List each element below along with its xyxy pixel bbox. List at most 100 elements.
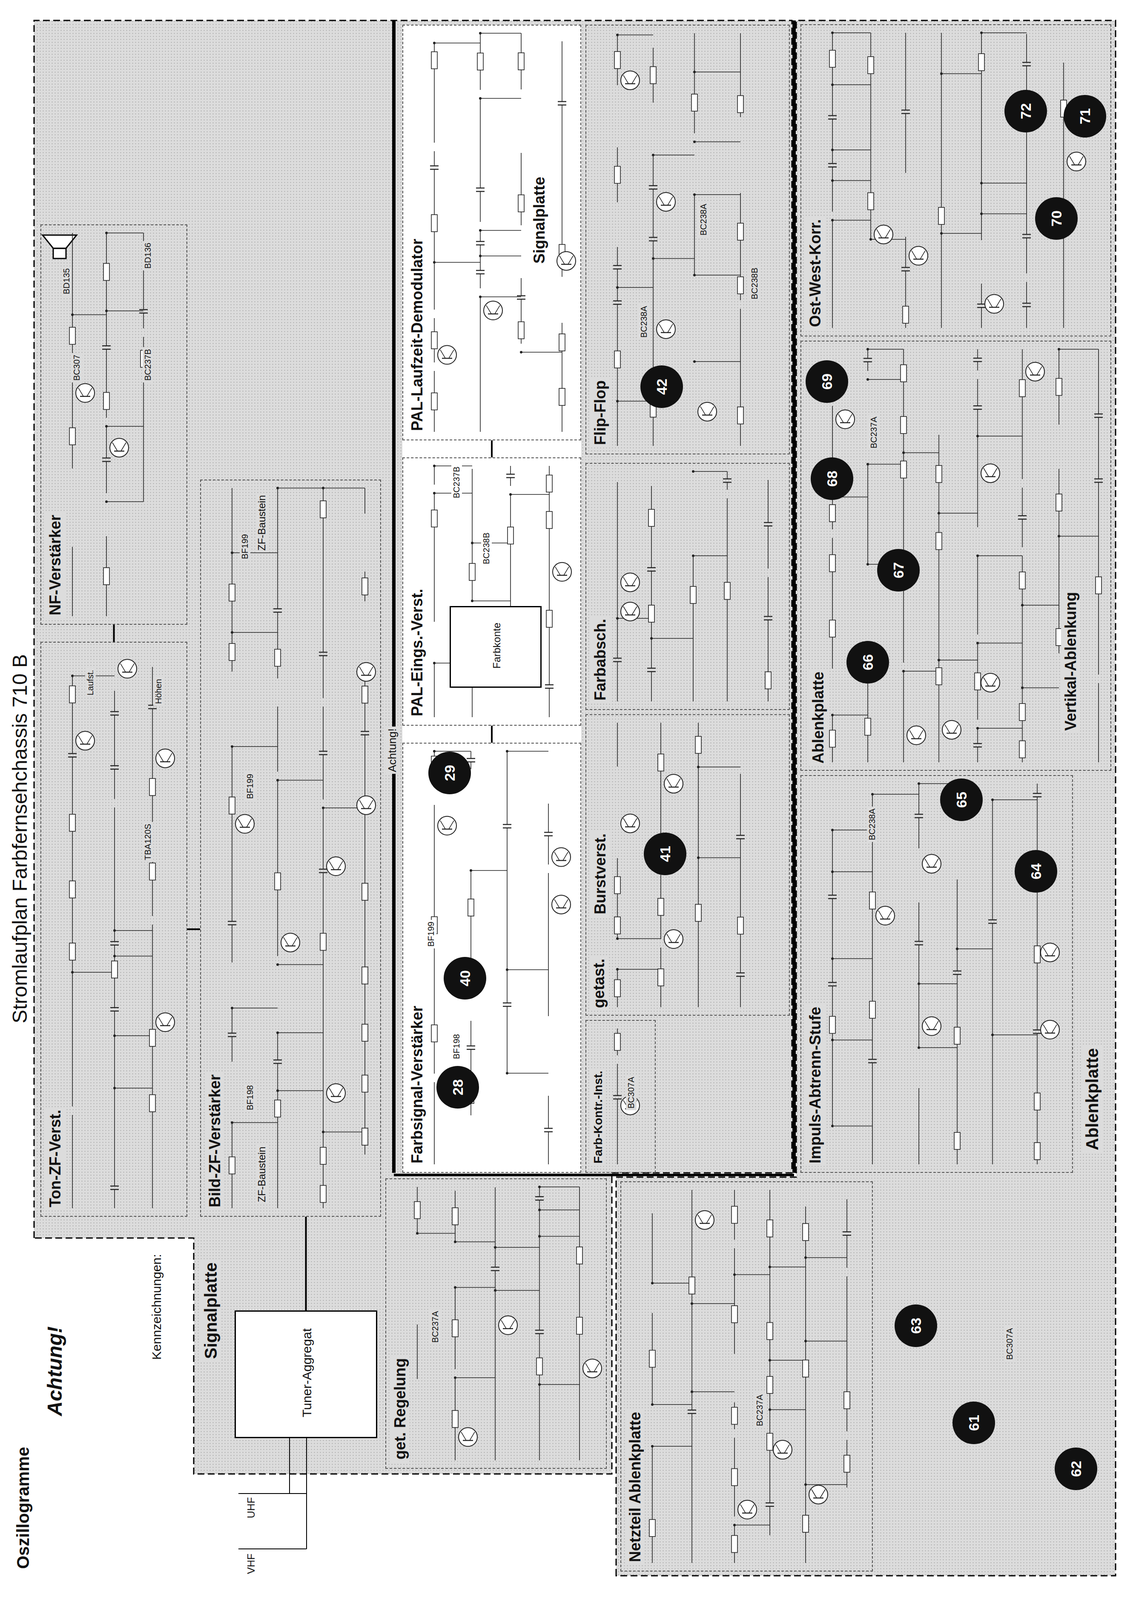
resistor-symbol [766, 1433, 773, 1451]
wire [769, 1450, 771, 1475]
wire [231, 814, 233, 838]
capacitor-symbol [828, 118, 837, 120]
transistor-symbol [487, 313, 499, 315]
wire [651, 549, 652, 568]
wire [617, 34, 654, 36]
wire [106, 349, 107, 385]
transistor-symbol [777, 1452, 788, 1454]
wire [977, 409, 979, 437]
transistor-type: BC238A [866, 806, 878, 843]
wire [1036, 1137, 1038, 1143]
transistor-symbol [659, 324, 665, 333]
transistor-symbol [437, 816, 457, 835]
oscillogram-marker: 66 [846, 640, 890, 684]
wire [106, 310, 144, 312]
capacitor-symbol [722, 481, 732, 483]
wire [918, 944, 920, 984]
oscillogram-number: 42 [652, 375, 672, 398]
wire [1021, 687, 1023, 704]
oscillogram-number: 68 [823, 467, 842, 490]
wire [903, 381, 904, 398]
transistor-symbol [155, 1012, 175, 1032]
circuit-section: Ton-ZF-Verst. [40, 641, 188, 1217]
wire [831, 747, 833, 763]
resistor-symbol [690, 586, 697, 604]
junction-dot [105, 424, 108, 428]
wire [114, 929, 153, 931]
wire [692, 603, 694, 634]
wire [561, 361, 563, 389]
wire [694, 71, 695, 95]
transistor-symbol [631, 818, 637, 827]
wire [846, 1276, 848, 1324]
wire [433, 231, 435, 263]
capacitor-symbol [973, 408, 982, 410]
wire [1036, 1159, 1038, 1165]
wire [506, 1039, 508, 1073]
wire [957, 948, 993, 950]
wire [433, 348, 435, 363]
wire [691, 1508, 693, 1563]
wire [520, 299, 522, 318]
capacitor-symbol [901, 270, 910, 272]
wire [805, 1483, 847, 1485]
wire [867, 349, 869, 359]
capacitor-symbol [647, 671, 656, 672]
transistor-symbol [983, 677, 989, 686]
wire [454, 1377, 456, 1411]
transistor-symbol [620, 814, 640, 833]
board-border [34, 20, 792, 1474]
wire [322, 1131, 324, 1148]
transistor-symbol [659, 196, 665, 206]
capacitor-symbol [914, 943, 924, 945]
transistor-symbol [158, 753, 164, 762]
wire [539, 1209, 540, 1237]
transistor-symbol [933, 858, 939, 867]
wire [114, 930, 115, 942]
wire [106, 425, 144, 427]
wire [977, 728, 979, 744]
oscillogram-number: 28 [448, 1076, 468, 1098]
wire [364, 1092, 366, 1119]
capacitor-symbol [901, 112, 910, 114]
junction-dot [105, 500, 108, 503]
wire [231, 487, 233, 553]
wire [417, 1232, 456, 1234]
oscillogram-marker: 71 [1063, 94, 1107, 138]
resistor-symbol [431, 331, 438, 349]
capacitor-symbol [466, 1048, 476, 1050]
capacitor-symbol [1022, 237, 1031, 239]
wire [539, 1209, 580, 1211]
wire [433, 43, 435, 52]
wire [364, 571, 366, 578]
transistor-symbol [920, 250, 926, 260]
transistor-symbol [820, 1489, 826, 1498]
wire [740, 91, 741, 96]
transistor-symbol [361, 807, 372, 809]
section-label: Vertikal-Ablenkung [1061, 589, 1081, 734]
wire [277, 913, 279, 956]
wire [232, 1121, 278, 1123]
transistor-symbol [926, 1028, 937, 1030]
resistor-symbol [361, 1075, 368, 1093]
wire [114, 982, 115, 1008]
wire [740, 192, 741, 224]
resistor-symbol [829, 504, 836, 522]
transistor-symbol [359, 800, 365, 809]
wire [470, 870, 472, 899]
transistor-symbol [911, 737, 922, 739]
wire [905, 32, 907, 90]
wire [616, 661, 618, 702]
wire [872, 1098, 873, 1165]
wire [992, 923, 993, 964]
resistor-symbol [1034, 1092, 1041, 1111]
wire [364, 1016, 366, 1025]
junction-dot [519, 350, 523, 354]
wire [106, 426, 107, 459]
wire [71, 444, 73, 469]
wire [769, 1339, 771, 1361]
wire [903, 433, 904, 453]
wire [651, 1367, 653, 1405]
capacitor-symbol [1018, 518, 1027, 520]
resistor-symbol [737, 917, 744, 935]
